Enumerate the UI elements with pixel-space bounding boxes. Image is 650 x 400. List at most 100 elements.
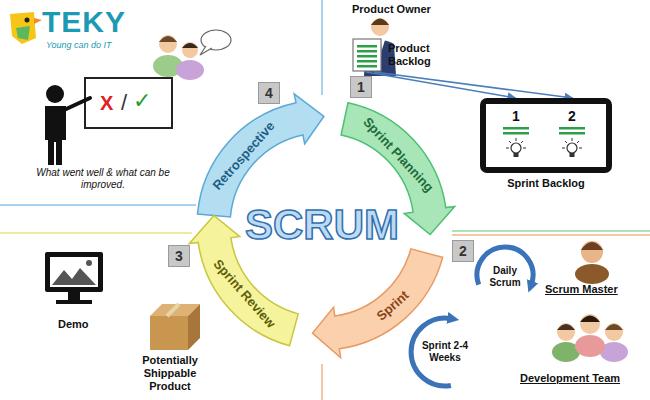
shippable-box bbox=[150, 316, 188, 350]
role-label: Product Owner bbox=[352, 3, 431, 16]
node-text: 2 bbox=[568, 108, 576, 124]
idea-bulb bbox=[506, 148, 509, 149]
idea-bulb bbox=[565, 141, 567, 143]
phase-arrow-band bbox=[198, 94, 324, 217]
separator-lines bbox=[0, 204, 196, 206]
logo-bird bbox=[34, 18, 42, 24]
demo-monitor bbox=[86, 260, 92, 266]
scrum-master-avatar bbox=[575, 241, 609, 284]
development-team-avatars bbox=[580, 314, 600, 334]
teacher-figure bbox=[45, 106, 66, 165]
idea-bulb bbox=[562, 148, 565, 149]
demo-monitor bbox=[56, 300, 92, 304]
role-label: Development Team bbox=[520, 372, 620, 385]
product-owner-figure bbox=[371, 18, 389, 36]
idea-bulb bbox=[509, 141, 511, 143]
team-avatars bbox=[176, 60, 204, 80]
development-team-avatars bbox=[557, 324, 575, 330]
teacher-figure bbox=[85, 78, 172, 128]
development-team-avatars bbox=[605, 324, 623, 330]
team-avatars bbox=[200, 46, 212, 55]
tablet-frame bbox=[480, 98, 612, 173]
team-avatars bbox=[182, 43, 198, 48]
idea-bulb bbox=[511, 143, 521, 153]
shippable-box bbox=[167, 304, 179, 316]
idea-bulb bbox=[521, 141, 523, 143]
logo-slogan: Young can do IT bbox=[46, 40, 112, 51]
node-text: 3 bbox=[175, 248, 183, 264]
node-text: 1 bbox=[512, 108, 520, 124]
backlog-item-bar bbox=[503, 132, 529, 135]
teacher-figure bbox=[45, 78, 172, 165]
backlog-item-bar bbox=[357, 60, 377, 63]
separator-lines bbox=[452, 230, 650, 232]
demo-monitor bbox=[45, 252, 103, 292]
node-text: Product Backlog bbox=[388, 42, 448, 68]
separator-lines bbox=[0, 232, 192, 234]
logo-bird bbox=[10, 12, 42, 44]
backlog-item-bar bbox=[357, 65, 377, 68]
step-number: 3 bbox=[168, 245, 190, 267]
demo-monitor bbox=[50, 257, 98, 287]
shippable-box bbox=[188, 304, 200, 350]
role-label: Scrum Master bbox=[545, 283, 618, 296]
team-avatars bbox=[182, 42, 198, 58]
node-text: 2 bbox=[459, 243, 467, 259]
idea-bulb bbox=[579, 148, 582, 149]
demo-monitor bbox=[45, 252, 103, 304]
event-label: Sprint 2-4 Weeks bbox=[420, 340, 470, 364]
separator-lines bbox=[321, 0, 323, 95]
scrum-master-avatar bbox=[581, 242, 603, 250]
backlog-item-bar bbox=[357, 50, 377, 53]
board-mark: X bbox=[100, 91, 113, 115]
tablet-frame bbox=[480, 98, 612, 173]
idea-bulb bbox=[577, 141, 579, 143]
teacher-figure bbox=[64, 98, 90, 110]
idea-bulb bbox=[514, 153, 519, 157]
artifact-label: Demo bbox=[58, 318, 89, 331]
backlog-item-bar bbox=[559, 127, 585, 130]
node-text: 1 bbox=[357, 79, 365, 95]
board-mark: / bbox=[121, 90, 127, 116]
center-title: SCRUM bbox=[245, 200, 399, 250]
idea-bulb bbox=[570, 153, 575, 157]
team-avatars bbox=[159, 35, 177, 53]
logo-bird bbox=[16, 26, 30, 40]
idea-bulb bbox=[516, 138, 517, 141]
demo-monitor bbox=[68, 292, 80, 300]
sprint-backlog-board: 1 2Sprint Backlog bbox=[480, 98, 612, 190]
backlog-item-bar bbox=[503, 127, 529, 130]
node-text: 4 bbox=[265, 85, 273, 101]
development-team-avatars bbox=[557, 323, 575, 341]
logo-bird bbox=[25, 18, 30, 23]
logo-text: TEKY bbox=[42, 4, 126, 40]
step-number: 2 bbox=[452, 240, 474, 262]
logo-bird bbox=[10, 12, 36, 44]
demo-monitor bbox=[52, 268, 96, 285]
backlog-item-bar bbox=[357, 55, 377, 58]
step-number: 1 bbox=[350, 76, 372, 98]
node-text: Sprint Backlog bbox=[480, 177, 612, 190]
idea-bulb bbox=[523, 148, 526, 149]
team-avatars bbox=[153, 30, 231, 80]
teacher-figure bbox=[46, 85, 64, 103]
event-label: Daily Scrum bbox=[485, 265, 525, 289]
backlog-arrow bbox=[374, 72, 572, 98]
backlog-item-bar bbox=[559, 132, 585, 135]
development-team-avatars bbox=[552, 314, 628, 362]
shippable-box bbox=[150, 304, 200, 350]
scrum-master-avatar bbox=[575, 264, 609, 284]
separator-lines bbox=[452, 234, 650, 236]
step-number: 4 bbox=[258, 82, 280, 104]
idea-bulb bbox=[567, 143, 577, 153]
retro-note: What went well & what can be improved. bbox=[28, 167, 178, 191]
backlog-item-bar bbox=[357, 45, 377, 48]
development-team-avatars bbox=[605, 323, 623, 341]
board-mark: ✓ bbox=[133, 88, 151, 114]
artifact-label: Potentially Shippable Product bbox=[125, 354, 215, 393]
scrum-master-avatar bbox=[581, 241, 603, 263]
backlog-sheet bbox=[353, 39, 381, 71]
separator-lines bbox=[321, 364, 323, 400]
